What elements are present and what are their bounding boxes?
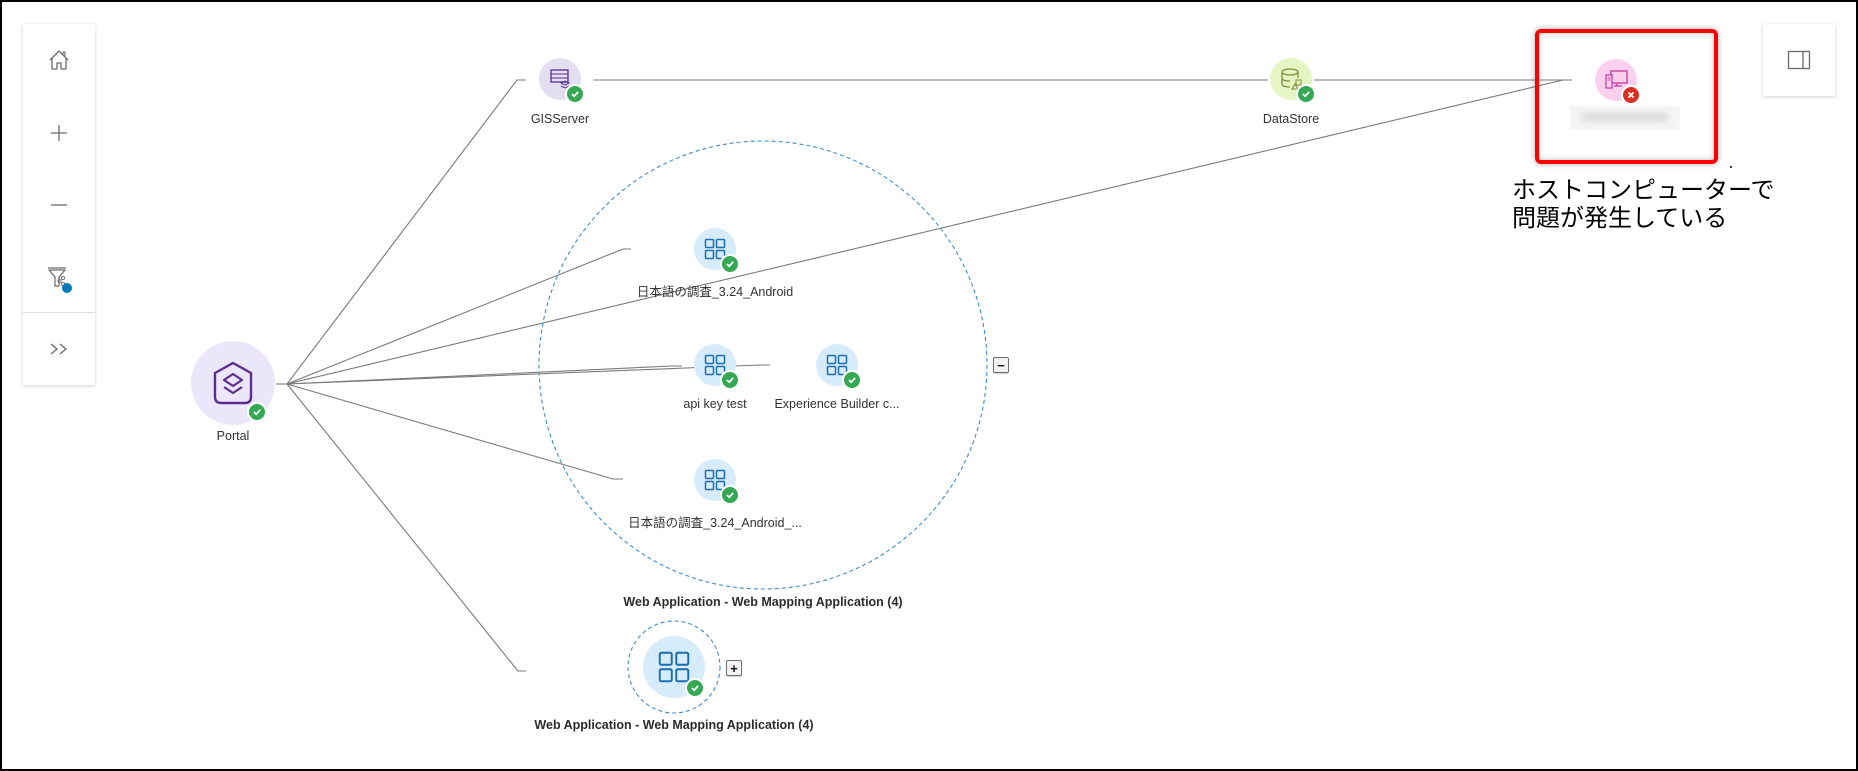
status-ok-icon bbox=[720, 254, 740, 274]
toolbar-divider bbox=[23, 312, 95, 313]
app-node[interactable] bbox=[694, 228, 740, 274]
zoom-out-button[interactable] bbox=[23, 175, 95, 235]
edge-portal-host bbox=[286, 79, 1564, 385]
edge-portal-app3 bbox=[286, 364, 770, 385]
expand-toolbar-button[interactable] bbox=[23, 319, 95, 379]
edge-portal-cluster2 bbox=[286, 383, 526, 672]
filter-button[interactable] bbox=[23, 248, 95, 308]
host-label-redacted bbox=[1570, 106, 1680, 130]
edge-portal-app4 bbox=[286, 383, 623, 480]
app-node[interactable] bbox=[694, 344, 740, 390]
datastore-label: DataStore bbox=[1262, 112, 1320, 126]
navigation-toolbar bbox=[23, 24, 95, 385]
app-node[interactable] bbox=[816, 344, 862, 390]
cluster-boundary-expanded bbox=[538, 140, 988, 590]
datastore-icon bbox=[1281, 68, 1302, 90]
status-ok-icon bbox=[1296, 84, 1316, 104]
filter-icon bbox=[48, 267, 72, 293]
gisserver-label: GISServer bbox=[530, 112, 590, 126]
plus-icon bbox=[51, 125, 67, 141]
app-label: 日本語の調査_3.24_Android_... bbox=[628, 516, 802, 530]
host-computer-node[interactable] bbox=[1595, 59, 1641, 105]
gisserver-node[interactable] bbox=[539, 58, 585, 104]
status-ok-icon bbox=[720, 485, 740, 505]
portal-node[interactable] bbox=[191, 341, 275, 425]
error-highlight-box bbox=[1535, 29, 1718, 164]
server-icon bbox=[550, 69, 571, 89]
annotation-dot bbox=[1730, 166, 1732, 168]
portal-icon bbox=[213, 361, 253, 405]
datastore-node[interactable] bbox=[1270, 58, 1316, 104]
edge-portal-app2 bbox=[286, 365, 682, 385]
cluster-label: Web Application - Web Mapping Applicatio… bbox=[623, 595, 903, 609]
edge-portal-gisserver bbox=[286, 79, 526, 385]
status-ok-icon bbox=[720, 370, 740, 390]
cluster-boundary-collapsed bbox=[627, 620, 721, 714]
app-label: Experience Builder c... bbox=[774, 397, 900, 411]
edge-portal-app1 bbox=[286, 248, 631, 385]
app-label: 日本語の調査_3.24_Android bbox=[636, 285, 794, 299]
portal-label: Portal bbox=[216, 429, 250, 443]
web-app-icon bbox=[826, 354, 848, 376]
side-panel-icon bbox=[1787, 50, 1811, 70]
collapsed-cluster-node[interactable] bbox=[643, 636, 705, 698]
status-ok-icon bbox=[842, 370, 862, 390]
app-node[interactable] bbox=[694, 459, 740, 505]
toggle-side-panel-button[interactable] bbox=[1763, 24, 1835, 96]
annotation-text: ホストコンピューターで 問題が発生している bbox=[1512, 176, 1775, 232]
status-error-icon bbox=[1621, 85, 1641, 105]
status-ok-icon bbox=[565, 84, 585, 104]
app-label: api key test bbox=[683, 397, 747, 411]
collapse-cluster-button[interactable]: − bbox=[993, 357, 1009, 373]
minus-icon bbox=[51, 204, 67, 206]
status-ok-icon bbox=[685, 678, 705, 698]
chevrons-right-icon bbox=[50, 343, 68, 355]
zoom-in-button[interactable] bbox=[23, 103, 95, 163]
status-ok-icon bbox=[247, 402, 267, 422]
cluster-label: Web Application - Web Mapping Applicatio… bbox=[534, 718, 814, 732]
web-app-icon bbox=[658, 651, 690, 683]
expand-cluster-button[interactable]: + bbox=[726, 660, 742, 676]
home-button[interactable] bbox=[23, 30, 95, 90]
home-icon bbox=[49, 50, 69, 70]
computer-icon bbox=[1605, 70, 1628, 89]
